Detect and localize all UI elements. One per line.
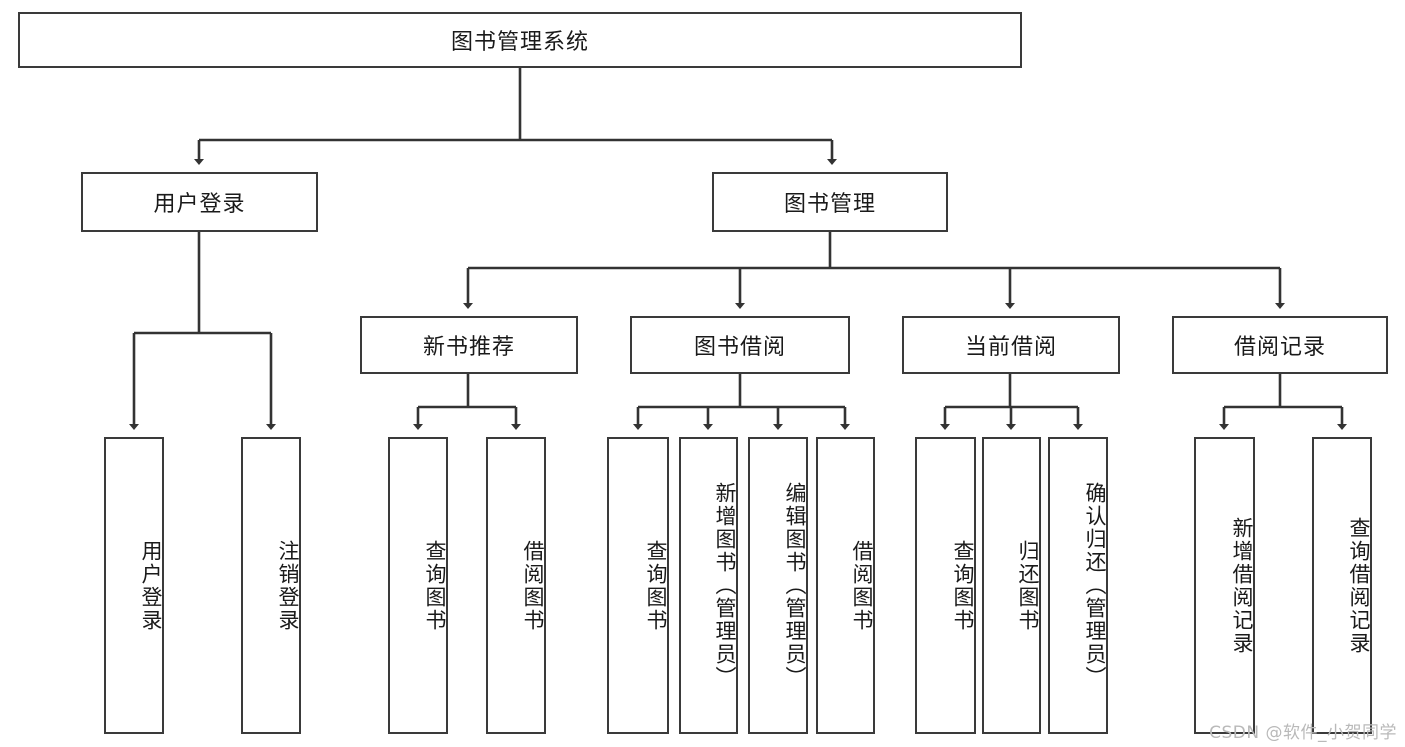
- node-book-manage-label: 图书管理: [783, 192, 876, 217]
- node-leaf-borrow-book-2[interactable]: 借阅图书: [816, 437, 875, 734]
- node-leaf-label: 查询借阅记录: [1347, 516, 1371, 655]
- node-user-login[interactable]: 用户登录: [81, 172, 318, 232]
- node-current-borrow-label: 当前借阅: [964, 335, 1057, 360]
- node-leaf-query-book-3[interactable]: 查询图书: [915, 437, 976, 734]
- node-leaf-user-logout[interactable]: 注销登录: [241, 437, 301, 734]
- node-leaf-label: 借阅图书: [850, 539, 874, 632]
- edge-group-user-login: [129, 232, 276, 430]
- edge-group-borrow-record: [1219, 374, 1347, 430]
- edge-group-current-borrow: [940, 374, 1083, 430]
- node-leaf-label: 用户登录: [139, 539, 163, 632]
- edge-group-book-borrow: [633, 374, 850, 430]
- node-leaf-label: 查询图书: [951, 539, 975, 632]
- node-book-borrow-label: 图书借阅: [693, 335, 786, 360]
- node-leaf-user-login[interactable]: 用户登录: [104, 437, 164, 734]
- node-borrow-record-label: 借阅记录: [1233, 335, 1326, 360]
- edge-group-new-book: [413, 374, 521, 430]
- csdn-watermark: CSDN @软件_小贺同学: [1209, 723, 1397, 743]
- node-leaf-borrow-book-1[interactable]: 借阅图书: [486, 437, 546, 734]
- node-current-borrow[interactable]: 当前借阅: [902, 316, 1120, 374]
- node-leaf-label: 确认归还（管理员）: [1083, 482, 1107, 689]
- node-leaf-add-record[interactable]: 新增借阅记录: [1194, 437, 1255, 734]
- node-leaf-return-book[interactable]: 归还图书: [982, 437, 1041, 734]
- node-new-book-recommend[interactable]: 新书推荐: [360, 316, 578, 374]
- edge-group-book-manage: [463, 232, 1285, 309]
- node-leaf-label: 新增图书（管理员）: [713, 482, 737, 689]
- node-leaf-query-book-2[interactable]: 查询图书: [607, 437, 669, 734]
- node-root-system[interactable]: 图书管理系统: [18, 12, 1022, 68]
- node-root-label: 图书管理系统: [450, 30, 589, 55]
- edge-group-root: [194, 68, 837, 165]
- node-user-login-label: 用户登录: [153, 192, 246, 217]
- node-leaf-label: 借阅图书: [521, 539, 545, 632]
- node-leaf-label: 查询图书: [644, 539, 668, 632]
- node-leaf-label: 新增借阅记录: [1230, 516, 1254, 655]
- node-leaf-label: 归还图书: [1016, 539, 1040, 632]
- node-borrow-record[interactable]: 借阅记录: [1172, 316, 1388, 374]
- node-book-manage[interactable]: 图书管理: [712, 172, 948, 232]
- node-leaf-query-record[interactable]: 查询借阅记录: [1312, 437, 1372, 734]
- node-leaf-confirm-return[interactable]: 确认归还（管理员）: [1048, 437, 1108, 734]
- node-leaf-query-book-1[interactable]: 查询图书: [388, 437, 448, 734]
- node-leaf-label: 编辑图书（管理员）: [783, 482, 807, 689]
- node-book-borrow[interactable]: 图书借阅: [630, 316, 850, 374]
- node-new-book-recommend-label: 新书推荐: [422, 335, 515, 360]
- node-leaf-edit-book[interactable]: 编辑图书（管理员）: [748, 437, 808, 734]
- node-leaf-label: 查询图书: [423, 539, 447, 632]
- node-leaf-add-book[interactable]: 新增图书（管理员）: [679, 437, 738, 734]
- node-leaf-label: 注销登录: [276, 539, 300, 632]
